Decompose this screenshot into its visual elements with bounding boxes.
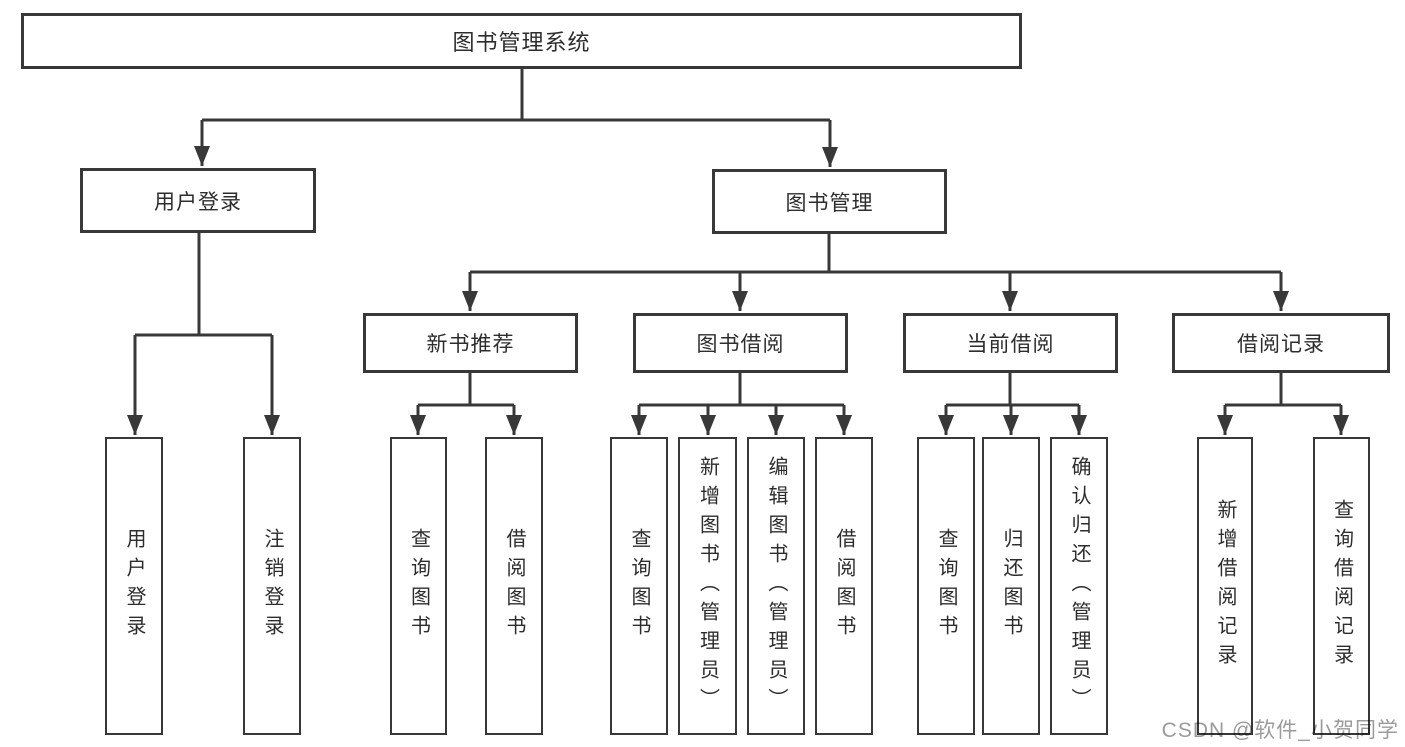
leaf-label: 注销登录 [261, 528, 283, 644]
leaf-label: 确认归还（管理员） [1068, 455, 1090, 717]
leaf-label: 查询借阅记录 [1330, 499, 1353, 673]
leaf-edit-books-admin: 编辑图书（管理员） [747, 437, 805, 735]
node-book-management: 图书管理 [712, 169, 947, 234]
leaf-label: 归还图书 [1000, 528, 1022, 644]
node-library-management-system: 图书管理系统 [21, 13, 1022, 69]
leaf-label: 新增图书（管理员） [696, 455, 719, 717]
node-book-borrowing: 图书借阅 [633, 313, 848, 373]
leaf-borrow-books-recommend: 借阅图书 [485, 437, 543, 735]
leaf-add-borrow-record: 新增借阅记录 [1197, 437, 1253, 735]
leaf-label: 查询图书 [628, 528, 650, 644]
leaf-query-books-recommend: 查询图书 [390, 437, 447, 735]
csdn-watermark: CSDN @软件_小贺同学 [1161, 719, 1399, 742]
node-borrowing-records: 借阅记录 [1172, 313, 1390, 373]
leaf-user-login: 用户登录 [105, 437, 163, 735]
leaf-query-books-current: 查询图书 [917, 437, 975, 735]
leaf-query-books-borrowing: 查询图书 [610, 437, 668, 735]
node-current-borrowing: 当前借阅 [903, 313, 1118, 373]
leaf-borrow-books-borrowing: 借阅图书 [815, 437, 873, 735]
node-new-book-recommendation: 新书推荐 [363, 313, 578, 373]
leaf-return-books: 归还图书 [982, 437, 1040, 735]
leaf-logout: 注销登录 [243, 437, 301, 735]
leaf-label: 借阅图书 [503, 528, 525, 644]
leaf-label: 用户登录 [123, 528, 145, 644]
leaf-confirm-return-admin: 确认归还（管理员） [1050, 437, 1108, 735]
leaf-add-books-admin: 新增图书（管理员） [678, 437, 737, 735]
leaf-label: 借阅图书 [833, 528, 855, 644]
node-user-login: 用户登录 [80, 168, 316, 233]
leaf-label: 新增借阅记录 [1214, 499, 1236, 673]
leaf-label: 查询图书 [935, 528, 957, 644]
leaf-label: 编辑图书（管理员） [765, 455, 787, 717]
leaf-label: 查询图书 [407, 528, 430, 644]
leaf-query-borrow-record: 查询借阅记录 [1313, 437, 1370, 735]
